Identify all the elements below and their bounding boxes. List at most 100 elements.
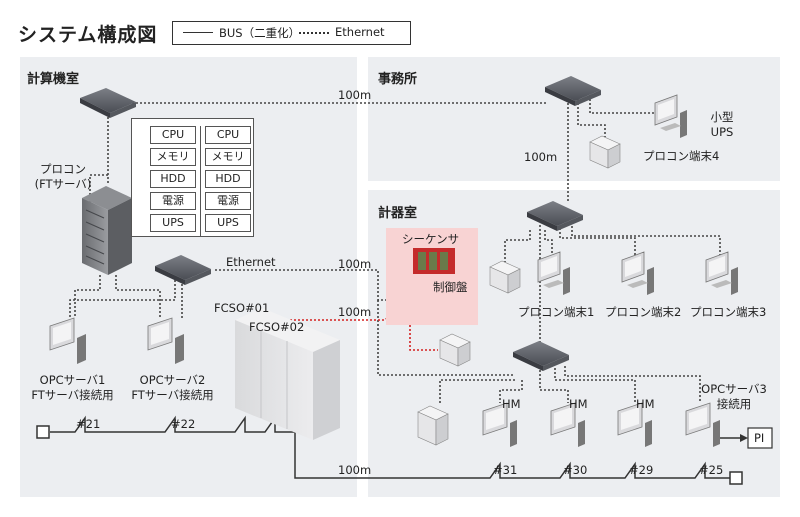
opc3-label: OPCサーバ3 接続用 [693, 382, 775, 412]
opc2-label-line1: OPCサーバ2 [139, 373, 206, 387]
pi-box [747, 427, 773, 449]
link-red-down [409, 305, 438, 351]
bus-node-30: #30 [563, 463, 588, 477]
opc1-label: OPCサーバ1 FTサーバ接続用 [20, 373, 125, 403]
legend-ethernet-label: Ethernet [335, 25, 385, 39]
link-instr-t3 [571, 226, 721, 258]
terminal3-label: プロコン端末3 [690, 305, 767, 319]
component-left-memory: メモリ [150, 148, 196, 166]
link-length-office: 100m [524, 150, 558, 164]
terminal2-label: プロコン端末2 [605, 305, 682, 319]
link-eth-opc1 [69, 280, 176, 318]
link-instr-left [504, 230, 531, 262]
opc3-label-line2: 接続用 [716, 397, 752, 411]
ethernet-label: Ethernet [226, 255, 276, 269]
terminal-icon [49, 317, 86, 364]
ethernet-links [69, 95, 721, 403]
link-procon-opc2 [115, 275, 161, 318]
sequencer-icon [413, 248, 455, 274]
small-ups-line1: 小型 [710, 110, 734, 124]
component-divider [200, 126, 201, 236]
fcso-cabinet-icon [235, 308, 340, 440]
component-right-cpu: CPU [205, 126, 251, 144]
switch-icon [513, 341, 569, 371]
link-length-bus: 100m [338, 463, 372, 477]
link-procon-opc1 [74, 275, 101, 318]
component-right-hdd: HDD [205, 170, 251, 188]
terminal-icon [550, 402, 585, 447]
bus-line-swatch [183, 32, 213, 33]
terminal-icon [685, 402, 720, 447]
component-right-power: 電源 [205, 192, 251, 210]
ethernet-line-swatch [299, 32, 329, 34]
opc3-label-line1: OPCサーバ3 [701, 382, 767, 396]
room-label-instrument: 計器室 [378, 206, 418, 221]
control-panel-label: 制御盤 [433, 280, 468, 294]
terminal-icon [621, 251, 654, 295]
opc1-label-line2: FTサーバ接続用 [31, 388, 114, 402]
legend: BUS（二重化） Ethernet [172, 21, 411, 45]
arrow-icon [740, 434, 748, 442]
legend-bus-label: BUS（二重化） [219, 26, 301, 40]
link-hub-hm3 [554, 368, 636, 403]
terminal-icon [537, 251, 570, 295]
component-left-ups: UPS [150, 214, 196, 232]
link-length-top: 100m [338, 88, 372, 102]
pi-label: PI [754, 431, 765, 445]
small-ups-line2: UPS [710, 125, 734, 139]
hm-label-2: HM [569, 397, 588, 411]
ups-box-icon [439, 333, 471, 367]
hm-label-1: HM [502, 397, 521, 411]
procon-label-line2: (FTサーバ) [34, 177, 92, 191]
bus-left-segment [50, 415, 730, 479]
link-office-terminal4 [589, 95, 668, 114]
bus-node-31: #31 [493, 463, 518, 477]
component-left-power: 電源 [150, 192, 196, 210]
hm-label-3: HM [636, 397, 655, 411]
link-hub-hm2 [539, 370, 569, 403]
component-right-ups: UPS [205, 214, 251, 232]
link-hub-hm1 [499, 380, 523, 403]
component-right-memory: メモリ [205, 148, 251, 166]
bus-node-22: #22 [171, 417, 196, 431]
fcso01-label: FCSO#01 [214, 301, 270, 315]
switch-icon [155, 255, 211, 285]
switch-icon [545, 76, 601, 106]
link-length-seq: 100m [338, 305, 372, 319]
ups-box-icon [589, 135, 621, 169]
ups-box-icon [417, 405, 449, 446]
opc2-label: OPCサーバ2 FTサーバ接続用 [120, 373, 225, 403]
bus-lines [50, 415, 740, 479]
link-seq-down [377, 300, 515, 376]
terminal-icon [482, 402, 517, 447]
terminal-icon [147, 317, 184, 364]
component-left-cpu: CPU [150, 126, 196, 144]
terminal1-label: プロコン端末1 [518, 305, 595, 319]
link-length-eth: 100m [338, 257, 372, 271]
bus-right-segment [245, 432, 295, 460]
small-ups-label: 小型 UPS [706, 110, 738, 140]
redundancy-component-box: CPU メモリ HDD 電源 UPS CPU メモリ HDD 電源 UPS [131, 118, 254, 237]
link-hub-opc3 [564, 366, 701, 403]
link-instr-t2 [559, 228, 636, 258]
sequencer-area [386, 228, 478, 325]
room-label-office: 事務所 [378, 72, 418, 87]
bus-node-29: #29 [629, 463, 654, 477]
procon-label: プロコン (FTサーバ) [28, 162, 98, 192]
ups-box-icon [489, 260, 521, 294]
terminal-icon [617, 402, 652, 447]
terminal-icon [654, 94, 687, 138]
component-left-hdd: HDD [150, 170, 196, 188]
bus-terminator-right [729, 471, 743, 485]
link-eth-seq [215, 269, 398, 301]
fcso02-label: FCSO#02 [249, 320, 305, 334]
terminal-icon [705, 251, 738, 295]
procon-label-line1: プロコン [40, 162, 86, 176]
bus-node-25: #25 [699, 463, 724, 477]
room-label-computer: 計算機室 [27, 72, 80, 87]
bus-terminator-left [36, 425, 50, 439]
opc2-label-line2: FTサーバ接続用 [131, 388, 214, 402]
link-instr-t1 [544, 230, 553, 258]
sequencer-label: シーケンサ [402, 232, 460, 246]
